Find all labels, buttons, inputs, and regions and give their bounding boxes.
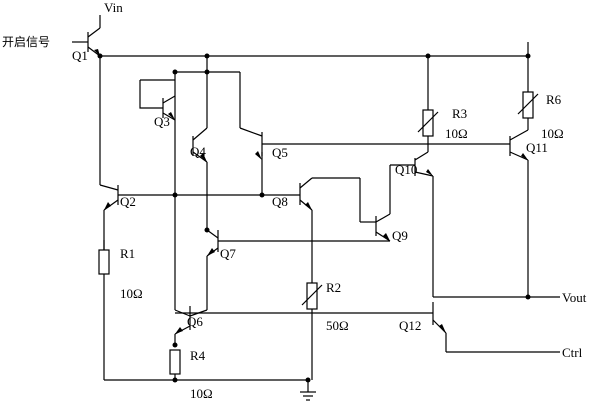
resistor-value-r2: 50Ω bbox=[326, 318, 349, 333]
resistor-value-r4: 10Ω bbox=[190, 386, 213, 401]
transistor-label-q9: Q9 bbox=[392, 228, 408, 243]
resistor-r2 bbox=[306, 282, 318, 310]
resistor-value-r6: 10Ω bbox=[541, 126, 564, 141]
resistor-label-r1: R1 bbox=[120, 246, 135, 261]
resistor-label-r3: R3 bbox=[452, 106, 467, 121]
transistor-label-q3: Q3 bbox=[154, 114, 170, 129]
resistor-r4 bbox=[169, 349, 181, 375]
transistor-label-q5: Q5 bbox=[272, 145, 288, 160]
resistor-label-r4: R4 bbox=[190, 348, 206, 363]
resistor-label-r6: R6 bbox=[546, 92, 562, 107]
labels: Vin 开启信号 Q1 Q2 Q3 Q4 Q5 Q6 Q7 Q8 Q9 Q10 … bbox=[2, 0, 587, 401]
supply-label: Vin bbox=[104, 0, 123, 15]
transistor-label-q6: Q6 bbox=[187, 314, 203, 329]
resistor-r1 bbox=[98, 249, 110, 275]
ground-icon bbox=[300, 391, 316, 401]
wires bbox=[72, 15, 560, 392]
transistor-label-q2: Q2 bbox=[120, 194, 136, 209]
transistor-label-q1: Q1 bbox=[72, 48, 88, 63]
transistor-label-q11: Q11 bbox=[526, 140, 548, 155]
resistor-r3 bbox=[422, 109, 434, 137]
resistor-value-r3: 10Ω bbox=[445, 126, 468, 141]
transistor-label-q8: Q8 bbox=[272, 194, 288, 209]
output-label: Vout bbox=[562, 290, 587, 305]
resistor-value-r1: 10Ω bbox=[120, 286, 143, 301]
control-label: Ctrl bbox=[562, 345, 583, 360]
transistor-label-q7: Q7 bbox=[220, 246, 236, 261]
resistor-r6 bbox=[522, 91, 534, 119]
emitter-arrows bbox=[94, 49, 528, 334]
enable-signal-label: 开启信号 bbox=[2, 35, 50, 49]
resistors bbox=[98, 91, 539, 375]
resistor-label-r2: R2 bbox=[326, 280, 341, 295]
transistor-label-q12: Q12 bbox=[399, 318, 421, 333]
transistor-label-q4: Q4 bbox=[190, 144, 206, 159]
transistor-label-q10: Q10 bbox=[395, 162, 417, 177]
